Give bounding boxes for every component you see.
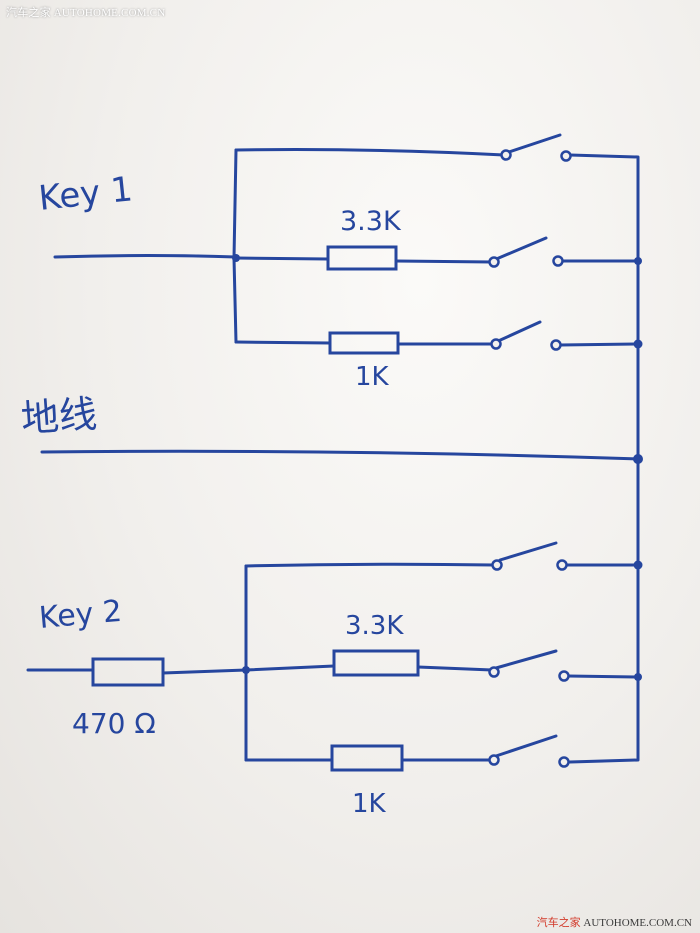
label-top-1k: 1K: [355, 362, 390, 392]
top-branch3-wire-left: [234, 340, 332, 345]
watermark-bottom: 汽车之家 AUTOHOME.COM.CN: [537, 914, 692, 930]
watermark-url: AUTOHOME.COM.CN: [583, 917, 692, 929]
top-resistor-3-3k: [326, 245, 398, 271]
label-key1: Key 1: [37, 169, 135, 219]
switch-contacts: [488, 149, 572, 768]
top-switch1-blade: [504, 133, 562, 155]
top-left-bus-wire: [232, 148, 238, 344]
label-bottom-3-3k: 3.3K: [345, 611, 404, 641]
junction-nodes: [232, 254, 643, 681]
top-branch3-wire-end: [558, 342, 640, 347]
watermark-brand: 汽车之家: [536, 917, 581, 929]
key2-input-wire-right: [161, 668, 248, 675]
label-470-ohm: 470 Ω: [72, 707, 156, 740]
bottom-branch2-wire-end: [566, 674, 640, 679]
label-key2: Key 2: [38, 594, 124, 636]
top-branch1-wire: [234, 148, 506, 157]
key1-input-wire: [53, 254, 238, 259]
bottom-branch2-wire-left: [244, 664, 336, 672]
top-branch2-wire-left: [234, 256, 330, 261]
bottom-switch3-blade: [494, 734, 558, 758]
ground-wire: [40, 449, 640, 461]
resistor-470-ohm: [91, 657, 165, 687]
bottom-switch1-blade: [498, 541, 558, 562]
label-bottom-1k: 1K: [352, 789, 387, 819]
bottom-resistor-1k: [330, 744, 404, 772]
top-resistor-1k: [328, 331, 400, 355]
top-switch3-blade: [494, 320, 542, 344]
watermark-top: 汽车之家 AUTOHOME.COM.CN: [6, 7, 166, 19]
top-switch2-blade: [492, 236, 548, 262]
bottom-switch2-blade: [494, 649, 558, 670]
bottom-branch1-wire: [244, 562, 496, 568]
label-top-3-3k: 3.3K: [340, 206, 402, 237]
label-ground: 地线: [20, 392, 99, 441]
top-branch2-wire-right: [394, 259, 494, 264]
bottom-branch2-wire-right: [416, 665, 494, 672]
bottom-resistor-3-3k: [332, 649, 420, 677]
